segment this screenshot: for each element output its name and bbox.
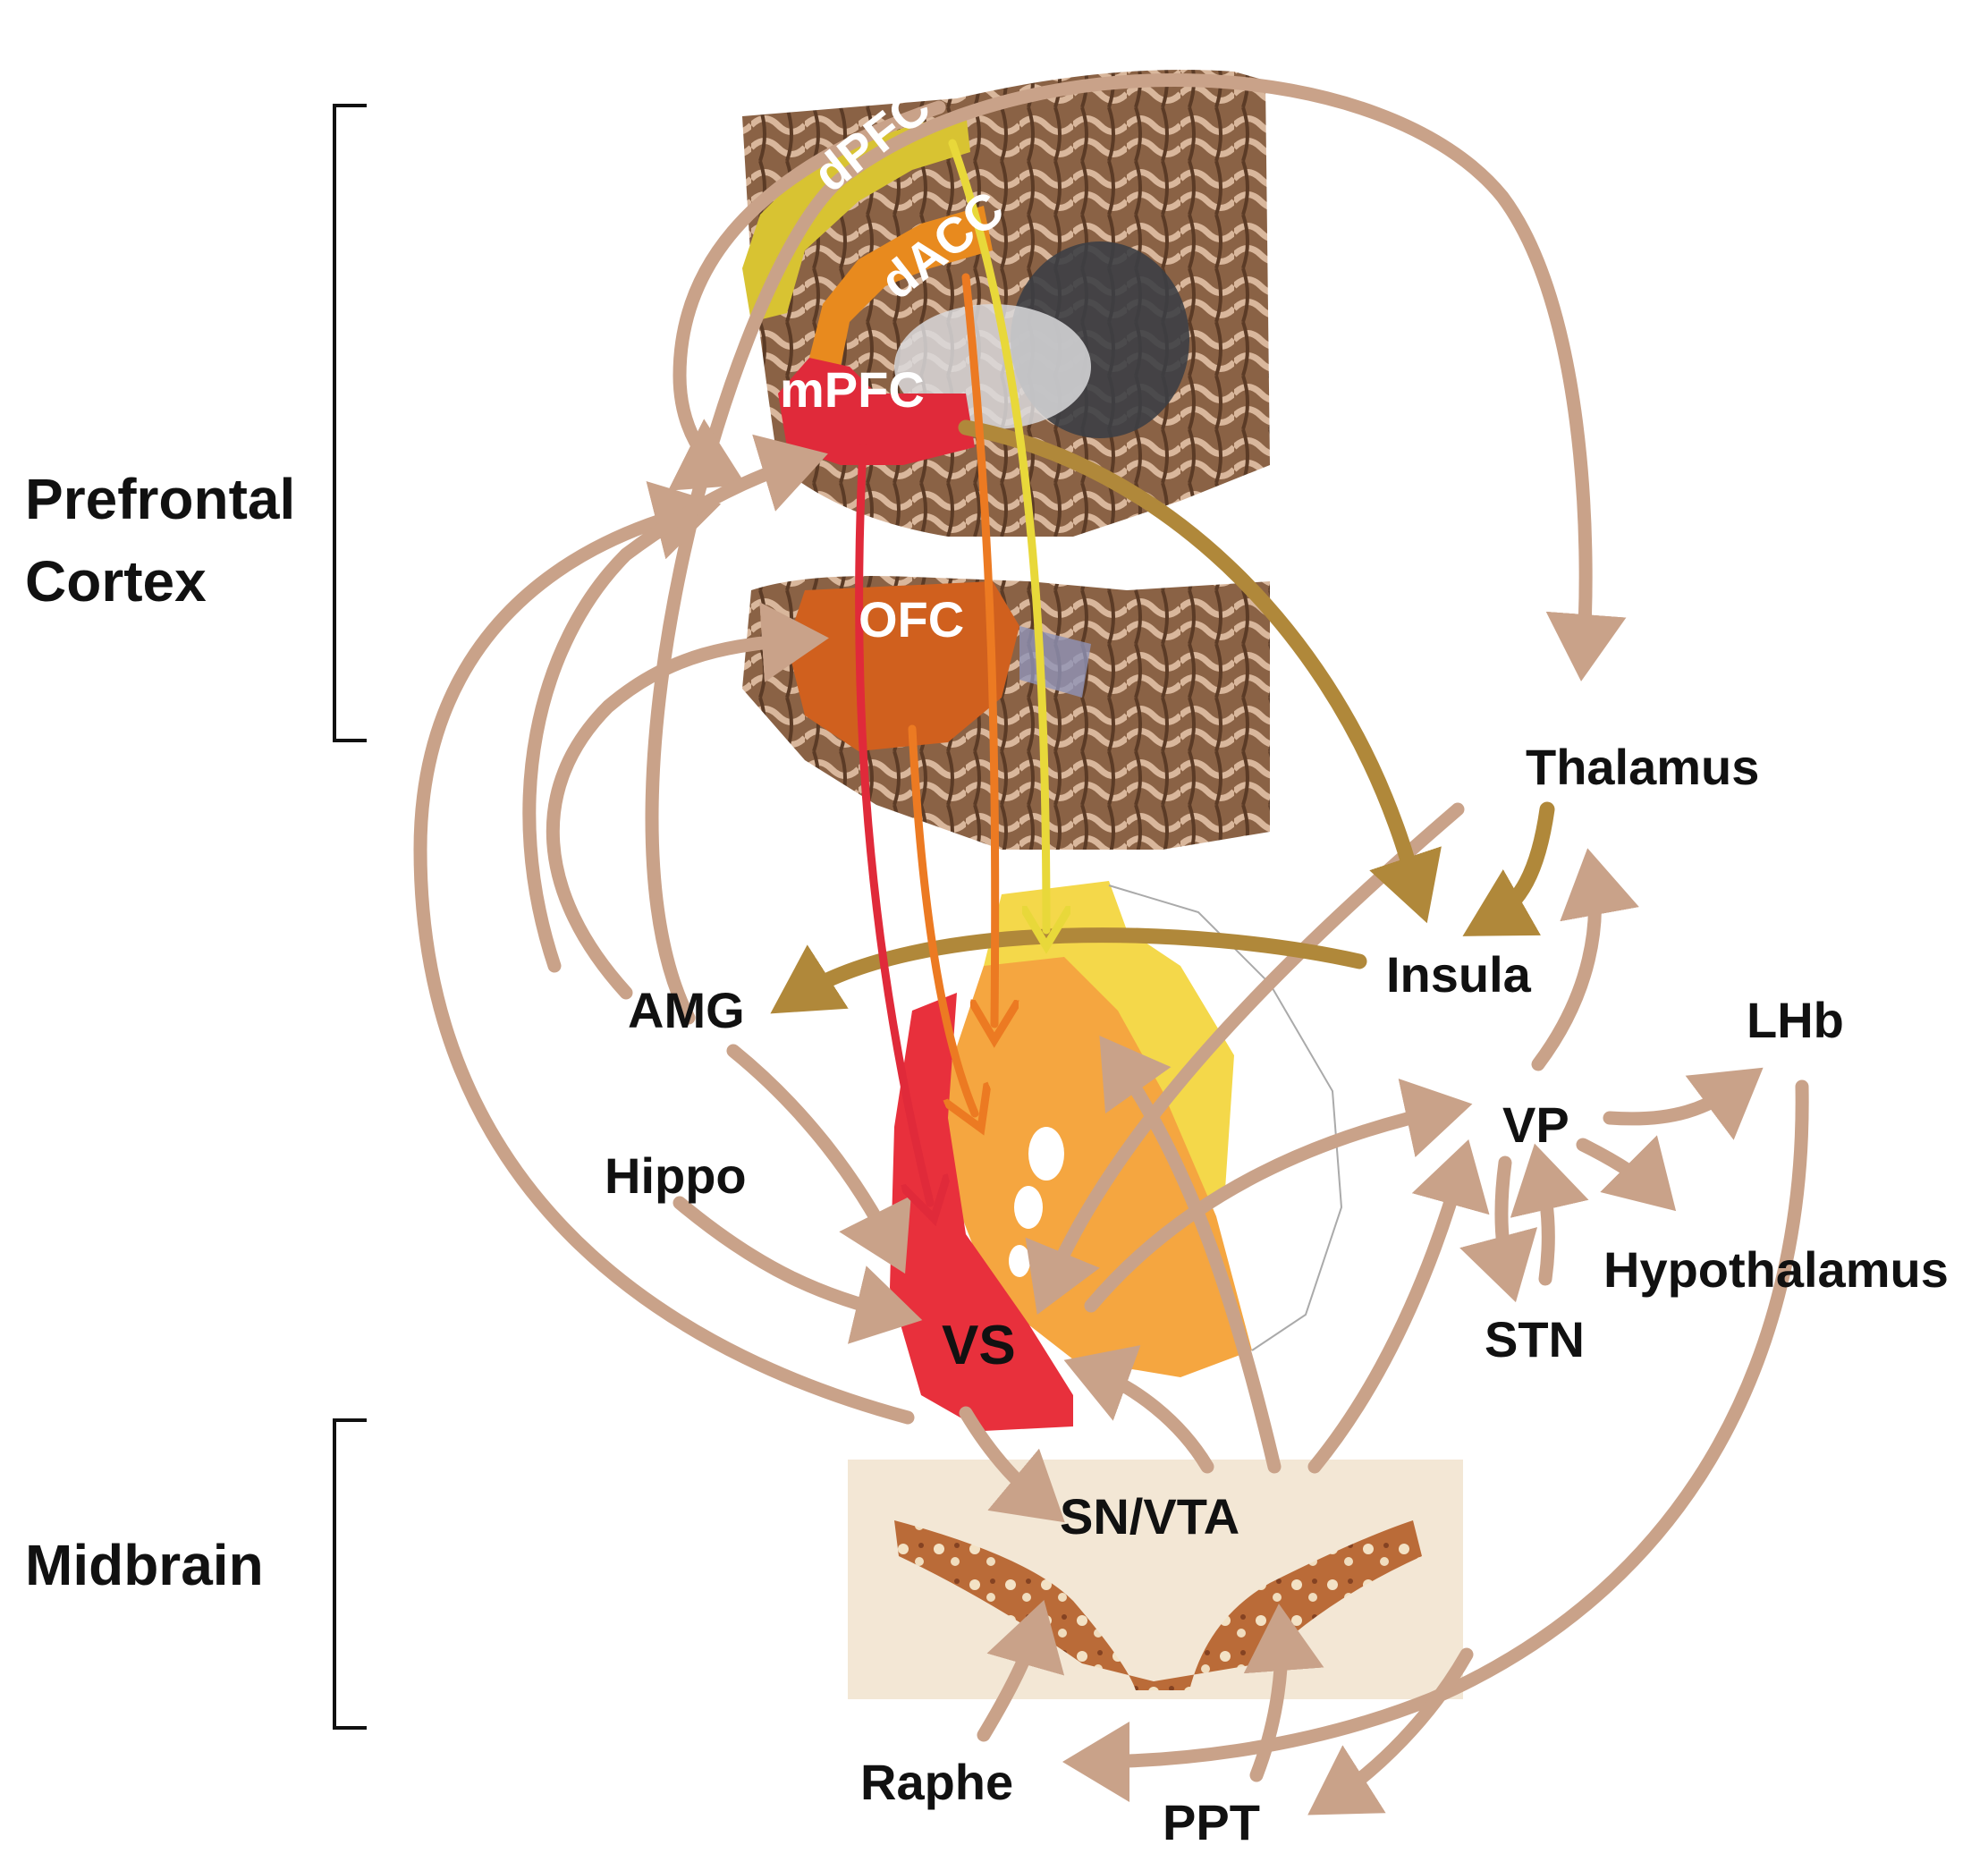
section-label-prefrontal-line: Prefrontal Cortex (25, 467, 296, 614)
arrow-top-loop-to-pfc (645, 73, 1627, 1025)
medial-cortex-image (742, 70, 1270, 537)
label-thalamus: Thalamus (1526, 739, 1760, 795)
arrow-vs-to-pfc (413, 481, 915, 1425)
arrow-hippo-to-vs (673, 1196, 923, 1344)
label-insula: Insula (1386, 946, 1531, 1003)
arrow-stn-to-vp (1510, 1143, 1589, 1286)
midbrain-bracket (333, 1418, 367, 1730)
arrow-hippo-to-mpfc (522, 434, 828, 973)
label-vs: VS (942, 1315, 1016, 1376)
label-hippo: Hippo (605, 1147, 747, 1204)
arrow-raphe-to-snvta (977, 1600, 1065, 1742)
arrow-mpfc-to-vs (855, 443, 930, 1203)
arrow-vp-to-stn (1459, 1155, 1538, 1303)
arrow-lhb-to-ppt (1307, 1647, 1474, 1815)
dacc-region (809, 206, 993, 367)
arrow-snvta-to-vs-a (1063, 1345, 1214, 1474)
label-stn: STN (1485, 1311, 1585, 1367)
arrow-vs-to-snvta (959, 1406, 1065, 1523)
label-amg: AMG (628, 982, 745, 1038)
arrow-amg-to-ofc (546, 602, 829, 1000)
arrow-mpfc-to-insula (958, 419, 1442, 924)
arrow-thalamus-to-insula (1462, 801, 1555, 936)
arrow-vp-to-thalamus (1531, 848, 1639, 1071)
label-hypothalamus: Hypothalamus (1603, 1241, 1949, 1298)
arrow-amg-to-vs (726, 1044, 911, 1274)
arrow-vp-to-lhb (1603, 1067, 1764, 1140)
arrow-lhb-to-raphe-ppt (1062, 1079, 1809, 1802)
arrow-snvta-to-vp (1307, 1138, 1490, 1474)
section-label-midbrain: Midbrain (25, 1533, 264, 1597)
arrow-vp-to-hypothalamus (1576, 1135, 1677, 1212)
label-snvta: SN/VTA (1060, 1488, 1240, 1545)
arrow-vs-to-vp (1084, 1079, 1473, 1313)
dpfc-region (742, 112, 970, 322)
arrow-dpfc-to-vs (948, 139, 1046, 930)
label-mpfc: mPFC (780, 361, 925, 418)
label-lhb: LHb (1747, 992, 1844, 1048)
arrow-ofc-to-vs (908, 724, 975, 1113)
label-ofc: OFC (859, 591, 965, 647)
arrow-pfc-loop-to-lpfc (667, 100, 946, 491)
prefrontal-bracket (333, 104, 367, 742)
arrow-snvta-to-vs-b (1099, 1035, 1282, 1474)
arrow-ppt-to-snvta (1243, 1604, 1324, 1782)
orbitofrontal-cortex-image (742, 576, 1270, 850)
arrow-dacc-to-vs (961, 273, 995, 1024)
label-raphe: Raphe (860, 1754, 1014, 1810)
label-vp: VP (1502, 1096, 1569, 1153)
label-ppt: PPT (1163, 1794, 1260, 1850)
